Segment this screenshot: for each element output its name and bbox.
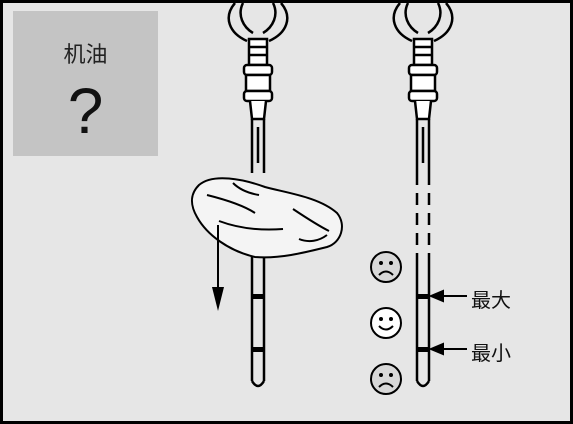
oil-label-title: 机油	[63, 43, 108, 68]
right-dipstick	[392, 3, 454, 388]
right-handle-loop-right	[433, 3, 454, 43]
down-arrow-icon	[212, 225, 224, 311]
right-max-mark	[417, 294, 429, 299]
sad-face-icon	[370, 251, 402, 283]
left-handle-loop-right	[268, 3, 289, 43]
left-handle-loop-left	[227, 3, 248, 43]
left-shaft-taper	[248, 100, 268, 121]
sad-face-icon	[370, 363, 402, 395]
left-max-mark	[252, 294, 264, 299]
question-mark-icon: ?	[67, 75, 104, 147]
right-min-mark	[417, 347, 429, 352]
left-collar-bottom	[242, 89, 274, 103]
right-handle-loop-left	[392, 3, 413, 43]
min-pointer	[428, 342, 467, 356]
happy-face-icon	[370, 307, 402, 339]
left-dipstick	[227, 3, 289, 388]
min-label: 最小	[471, 341, 511, 365]
left-collar-body	[244, 73, 272, 93]
dipstick-illustration	[191, 3, 467, 395]
wiping-cloth	[191, 177, 343, 259]
left-collar-top	[242, 63, 274, 77]
max-label: 最大	[471, 288, 511, 312]
left-shaft-tip	[250, 380, 266, 388]
left-handle-inner-left	[239, 3, 254, 35]
oil-label-box: 机油 ?	[13, 11, 158, 156]
right-neck	[412, 37, 434, 67]
left-min-mark	[252, 347, 264, 352]
left-handle-inner-right	[262, 3, 277, 35]
left-neck	[247, 37, 269, 67]
max-pointer	[428, 289, 467, 303]
